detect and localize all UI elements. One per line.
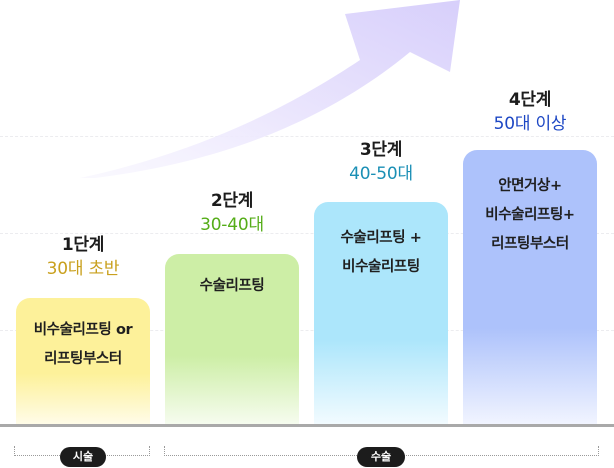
stage-3-title: 3단계: [359, 140, 403, 160]
stage-1-header: 1단계 30대 초반: [3, 233, 163, 281]
stage-3-header: 3단계 40-50대: [301, 138, 461, 186]
stage-1-box: 비수술리프팅 or 리프팅부스터: [16, 298, 150, 424]
rising-arrow-icon: [80, 0, 460, 178]
stage-1-title: 1단계: [61, 235, 105, 255]
stage-4-line-2: 비수술리프팅+: [485, 207, 575, 223]
gridline-top: [0, 136, 614, 137]
baseline-divider: [0, 424, 614, 427]
stage-2-line-1: 수술리프팅: [199, 278, 265, 294]
stage-2-header: 2단계 30-40대: [152, 189, 312, 237]
stage-4-line-1: 안면거상+: [498, 178, 562, 194]
stage-4-line-3: 리프팅부스터: [491, 236, 569, 252]
gridline-bottom: [0, 330, 614, 331]
stage-3-line-2: 비수술리프팅: [342, 259, 420, 275]
stage-4-box: 안면거상+ 비수술리프팅+ 리프팅부스터: [463, 150, 597, 424]
stage-2-title: 2단계: [210, 191, 254, 211]
stage-2-age: 30-40대: [200, 215, 264, 235]
stage-3-line-1: 수술리프팅 +: [340, 230, 422, 246]
stage-4-age: 50대 이상: [493, 114, 567, 134]
stage-3-box: 수술리프팅 + 비수술리프팅: [314, 202, 448, 424]
stage-3-age: 40-50대: [349, 164, 413, 184]
stage-1-line-1: 비수술리프팅 or: [33, 322, 133, 338]
stage-2-box: 수술리프팅: [165, 254, 299, 424]
group-label-surgery: 수술: [357, 447, 405, 467]
group-label-procedure: 시술: [60, 447, 106, 467]
stage-4-header: 4단계 50대 이상: [450, 88, 610, 136]
gridline-middle: [0, 233, 614, 234]
stage-4-title: 4단계: [508, 90, 552, 110]
stage-1-age: 30대 초반: [46, 259, 120, 279]
stage-1-line-2: 리프팅부스터: [44, 351, 122, 367]
